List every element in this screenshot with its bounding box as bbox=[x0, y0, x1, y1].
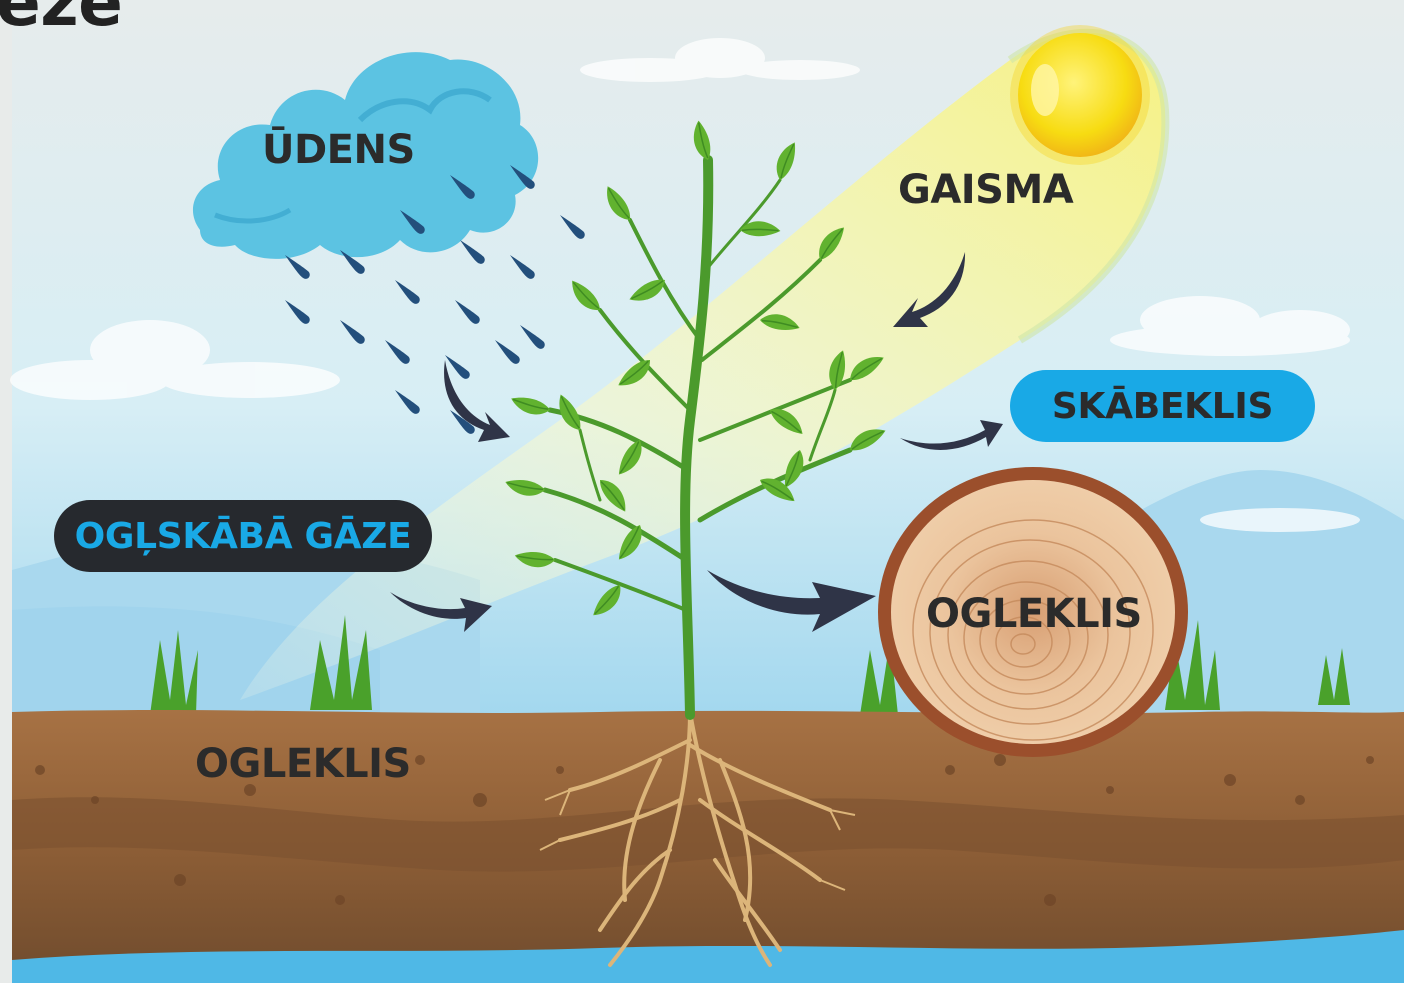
label-oxygen: SKĀBEKLIS bbox=[1010, 370, 1315, 442]
label-water: ŪDENS bbox=[262, 130, 415, 170]
label-oxygen-text: SKĀBEKLIS bbox=[1052, 386, 1273, 427]
page-title-fragment: eze bbox=[0, 0, 122, 36]
label-carbon-wood: OGLEKLIS bbox=[926, 594, 1142, 634]
sun-icon bbox=[1010, 25, 1150, 165]
label-co2: OGĻSKĀBĀ GĀZE bbox=[54, 500, 432, 572]
label-co2-text: OGĻSKĀBĀ GĀZE bbox=[75, 516, 412, 557]
label-carbon-soil: OGLEKLIS bbox=[195, 744, 411, 784]
label-light: GAISMA bbox=[898, 170, 1073, 210]
